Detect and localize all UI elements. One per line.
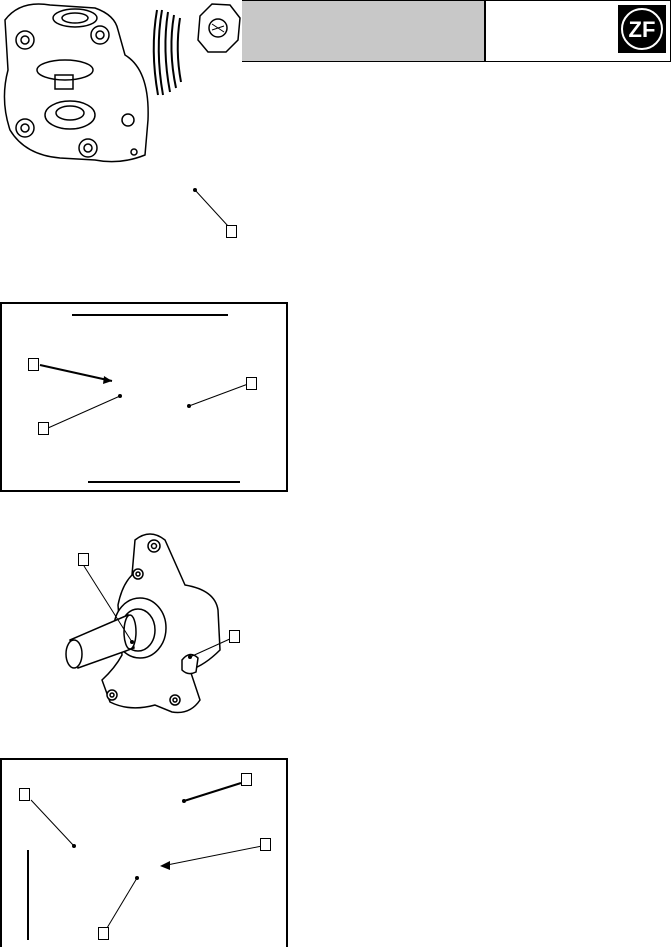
figure-2-callout-2 — [38, 422, 49, 435]
figure-2-callout-3 — [246, 377, 257, 390]
zf-logo-icon: ZF — [618, 5, 666, 53]
figure-3-callout-1 — [78, 553, 89, 566]
figure-4-callout-2 — [241, 773, 252, 786]
figure-3-callout-2 — [229, 630, 240, 643]
figure-4-callout-4 — [98, 927, 109, 940]
header-title-band — [242, 0, 485, 62]
figure-2-frame — [0, 302, 288, 492]
zf-logo: ZF — [618, 5, 666, 53]
seal-rings-drawing — [152, 9, 182, 96]
knuckle-housing-drawing — [3, 3, 149, 163]
figure-4-frame — [0, 758, 288, 947]
figure-4-callout-3 — [260, 838, 271, 851]
figure-1-callout-1 — [226, 225, 237, 238]
top-illustration — [3, 3, 241, 227]
hex-nut-drawing — [197, 3, 241, 53]
figure-4-callout-1 — [19, 788, 30, 801]
figure-2-callout-1 — [28, 358, 39, 371]
logo-text: ZF — [629, 17, 656, 42]
